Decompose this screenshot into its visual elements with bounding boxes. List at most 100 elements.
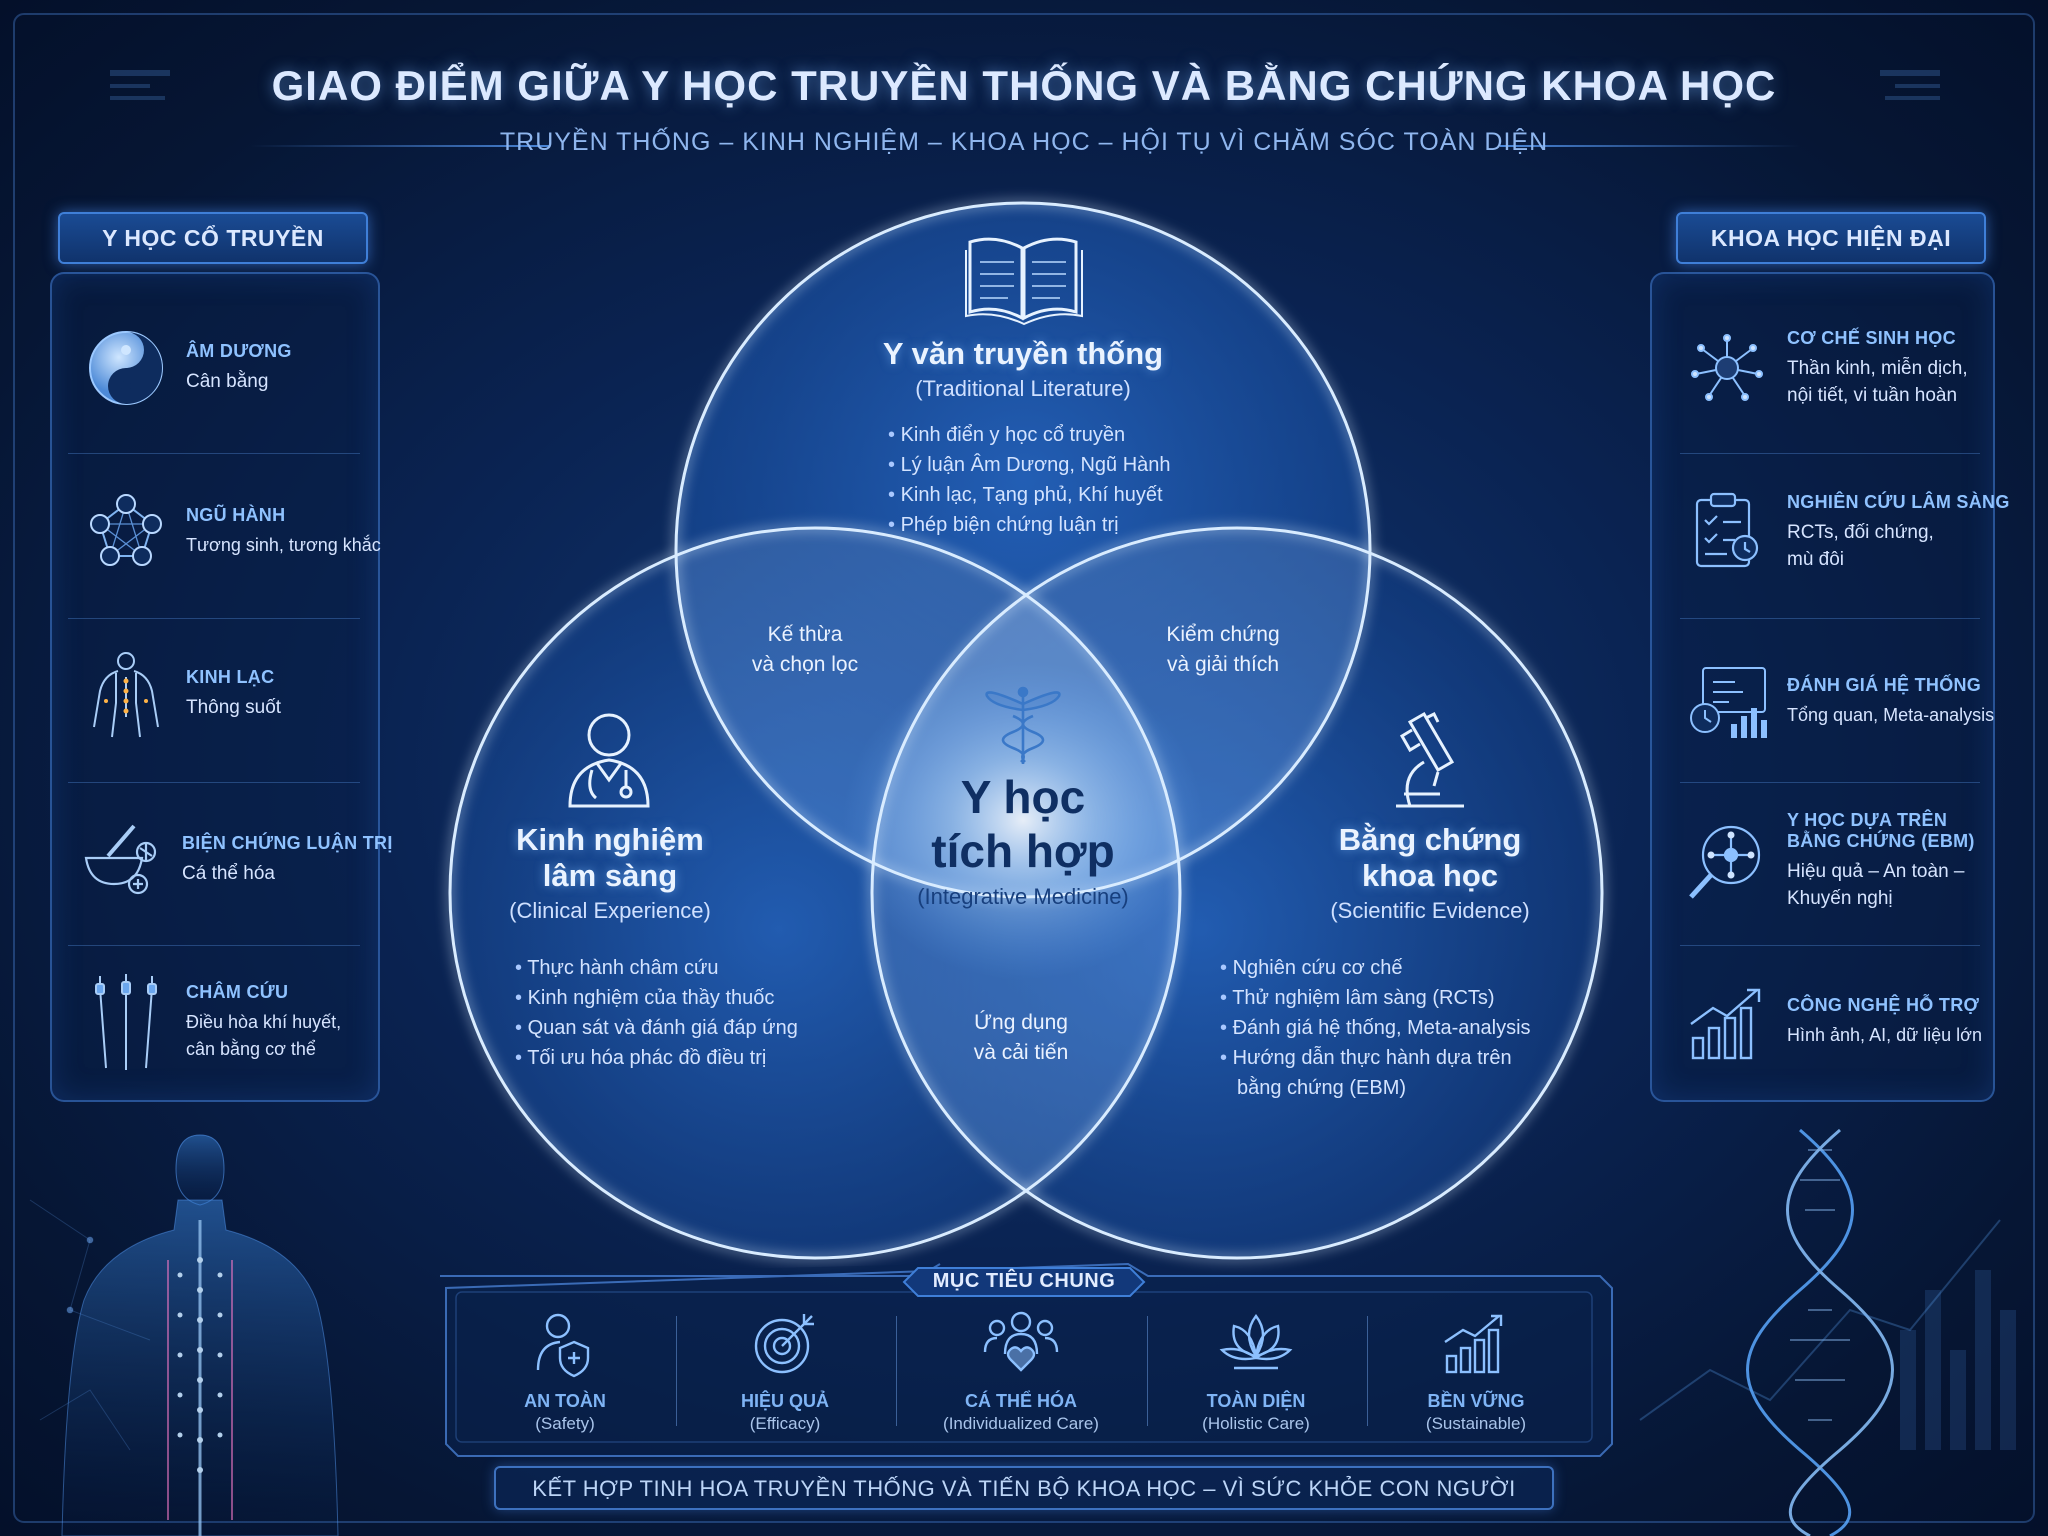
right-item-nghien-cuu: NGHIÊN CỨU LÂM SÀNG RCTs, đối chứng,mù đô… bbox=[1685, 490, 2010, 574]
venn-right-bullet: Thử nghiệm lâm sàng (RCTs) bbox=[1220, 983, 1560, 1013]
venn-top-bullets: Kinh điển y học cổ truyền Lý luận Âm Dươ… bbox=[888, 420, 1188, 540]
goal-separator bbox=[1367, 1316, 1368, 1426]
right-item-heading: NGHIÊN CỨU LÂM SÀNG bbox=[1787, 491, 2010, 512]
goal-ben-vung: BỀN VỮNG (Sustainable) bbox=[1376, 1308, 1576, 1434]
venn-left-title2: lâm sàng bbox=[542, 858, 678, 893]
goal-toan-dien: TOÀN DIỆN (Holistic Care) bbox=[1156, 1308, 1356, 1434]
right-item-desc: RCTs, đối chứng,mù đôi bbox=[1787, 519, 2010, 573]
venn-left-bullets: Thực hành châm cứu Kinh nghiệm của thầy … bbox=[515, 953, 835, 1073]
venn-left-label: Kinh nghiệm lâm sàng (Clinical Experienc… bbox=[450, 822, 770, 924]
evidence-search-icon bbox=[1685, 819, 1769, 903]
footer-banner bbox=[494, 1466, 1554, 1510]
right-item-desc: Hiệu quả – An toàn – Khuyến nghị bbox=[1787, 858, 1975, 912]
goals-title: MỤC TIÊU CHUNG bbox=[932, 1270, 1116, 1292]
intersect-top-left-line1: Kế thừa bbox=[767, 623, 843, 646]
venn-center-title1: Y học bbox=[960, 771, 1086, 823]
left-item-heading: ÂM DƯƠNG bbox=[186, 341, 292, 361]
right-panel-title: KHOA HỌC HIỆN ĐẠI bbox=[1676, 212, 1986, 264]
left-item-desc: Thông suốt bbox=[186, 697, 282, 718]
venn-top-bullet: Kinh điển y học cổ truyền bbox=[888, 420, 1188, 450]
right-item-desc: Thần kinh, miễn dịch,nội tiết, vi tuần h… bbox=[1787, 355, 1968, 409]
neuron-icon bbox=[1685, 326, 1769, 410]
left-item-desc-line1: Điều hòa khí huyết, bbox=[186, 1011, 342, 1032]
people-heart-icon bbox=[983, 1311, 1059, 1372]
goal-heading: BỀN VỮNG bbox=[1427, 1391, 1525, 1411]
divider bbox=[68, 945, 360, 946]
venn-right-title2: khoa học bbox=[1361, 858, 1499, 893]
venn-left-title1: Kinh nghiệm bbox=[516, 822, 704, 857]
venn-left-bullet: Tối ưu hóa phác đồ điều trị bbox=[515, 1043, 835, 1073]
left-panel-title: Y HỌC CỔ TRUYỀN bbox=[58, 212, 368, 264]
venn-top-title: Y văn truyền thống bbox=[882, 336, 1164, 371]
venn-right-label: Bằng chứng khoa học (Scientific Evidence… bbox=[1270, 822, 1590, 924]
venn-top-bullet: Phép biện chứng luận trị bbox=[888, 510, 1188, 540]
goal-sub: (Sustainable) bbox=[1425, 1414, 1527, 1433]
left-item-desc-line2: cân bằng cơ thể bbox=[186, 1038, 316, 1059]
divider bbox=[1680, 453, 1980, 454]
intersect-bottom-line2: và cải tiến bbox=[973, 1041, 1069, 1064]
left-item-heading: KINH LẠC bbox=[186, 667, 275, 687]
venn-right-bullet: Hướng dẫn thực hành dựa trên bbox=[1220, 1043, 1560, 1073]
analysis-chart-icon bbox=[1685, 660, 1769, 744]
right-item-desc-line2: nội tiết, vi tuần hoàn bbox=[1787, 384, 1958, 406]
microscope-icon bbox=[1396, 711, 1464, 808]
growth-chart-icon bbox=[1685, 980, 1769, 1064]
goal-heading: CÁ THỂ HÓA bbox=[965, 1391, 1077, 1411]
right-item-heading-line2: BẰNG CHỨNG (EBM) bbox=[1787, 831, 1975, 851]
left-panel bbox=[50, 272, 380, 1102]
right-item-desc-line1: Hiệu quả – An toàn – bbox=[1787, 861, 1965, 882]
intersect-top-right-line2: và giải thích bbox=[1166, 653, 1280, 676]
intersect-top-right: Kiểm chứng và giải thích bbox=[1123, 620, 1323, 680]
caduceus-icon bbox=[985, 686, 1061, 764]
intersect-top-left-line2: và chọn lọc bbox=[751, 653, 859, 676]
human-back-silhouette bbox=[61, 1134, 339, 1536]
goal-separator bbox=[896, 1316, 897, 1426]
intersect-top-right-line1: Kiểm chứng bbox=[1166, 623, 1280, 646]
doctor-icon bbox=[568, 713, 650, 808]
goal-sub: (Individualized Care) bbox=[943, 1414, 1099, 1433]
divider bbox=[68, 782, 360, 783]
goal-hieu-qua: HIỆU QUẢ (Efficacy) bbox=[685, 1308, 885, 1434]
subtitle-line-left bbox=[250, 145, 550, 147]
growth-bars-icon bbox=[1444, 1314, 1503, 1374]
goal-heading: AN TOÀN bbox=[524, 1391, 606, 1411]
left-item-desc: Cân bằng bbox=[186, 371, 269, 392]
right-item-desc-line1: RCTs, đối chứng, bbox=[1787, 521, 1934, 543]
divider bbox=[68, 453, 360, 454]
intersect-bottom: Ứng dụng và cải tiến bbox=[921, 1008, 1121, 1068]
goal-heading: TOÀN DIỆN bbox=[1206, 1391, 1306, 1411]
right-item-heading: CÔNG NGHỆ HỖ TRỢ bbox=[1787, 995, 1980, 1015]
yin-yang-icon bbox=[84, 326, 168, 410]
page-title: GIAO ĐIỂM GIỮA Y HỌC TRUYỀN THỐNG VÀ BẰN… bbox=[271, 62, 1777, 109]
divider bbox=[68, 618, 360, 619]
divider bbox=[1680, 945, 1980, 946]
venn-right-bullet: Đánh giá hệ thống, Meta-analysis bbox=[1220, 1013, 1560, 1043]
dna-helix bbox=[1746, 1128, 1894, 1536]
lotus-icon bbox=[1219, 1314, 1293, 1370]
right-item-desc-line2: Khuyến nghị bbox=[1787, 888, 1893, 909]
goal-an-toan: AN TOÀN (Safety) bbox=[465, 1308, 665, 1434]
goal-ca-the-hoa: CÁ THỂ HÓA (Individualized Care) bbox=[921, 1308, 1121, 1434]
goal-sub: (Safety) bbox=[535, 1414, 595, 1433]
page-subtitle: TRUYỀN THỐNG – KINH NGHIỆM – KHOA HỌC – … bbox=[499, 128, 1549, 156]
venn-top-bullet: Kinh lạc, Tạng phủ, Khí huyết bbox=[888, 480, 1188, 510]
right-item-heading: ĐÁNH GIÁ HỆ THỐNG bbox=[1787, 675, 1982, 695]
goal-sub: (Efficacy) bbox=[749, 1414, 821, 1433]
left-item-cham-cuu: CHÂM CỨU Điều hòa khí huyết, cân bằng cơ t… bbox=[84, 970, 341, 1074]
target-icon bbox=[754, 1314, 814, 1374]
left-item-heading: CHÂM CỨU bbox=[186, 981, 289, 1002]
venn-top-label: Y văn truyền thống (Traditional Literatu… bbox=[823, 336, 1223, 402]
venn-top-bullet: Lý luận Âm Dương, Ngũ Hành bbox=[888, 450, 1188, 480]
venn-right-bullet-cont: bằng chứng (EBM) bbox=[1237, 1077, 1407, 1099]
goal-sub: (Holistic Care) bbox=[1202, 1414, 1310, 1433]
left-item-desc: Điều hòa khí huyết, cân bằng cơ thể bbox=[186, 1009, 341, 1063]
acupuncture-needles-icon bbox=[84, 970, 168, 1074]
shield-person-icon bbox=[536, 1313, 590, 1378]
left-item-desc: Cá thể hóa bbox=[182, 863, 275, 884]
